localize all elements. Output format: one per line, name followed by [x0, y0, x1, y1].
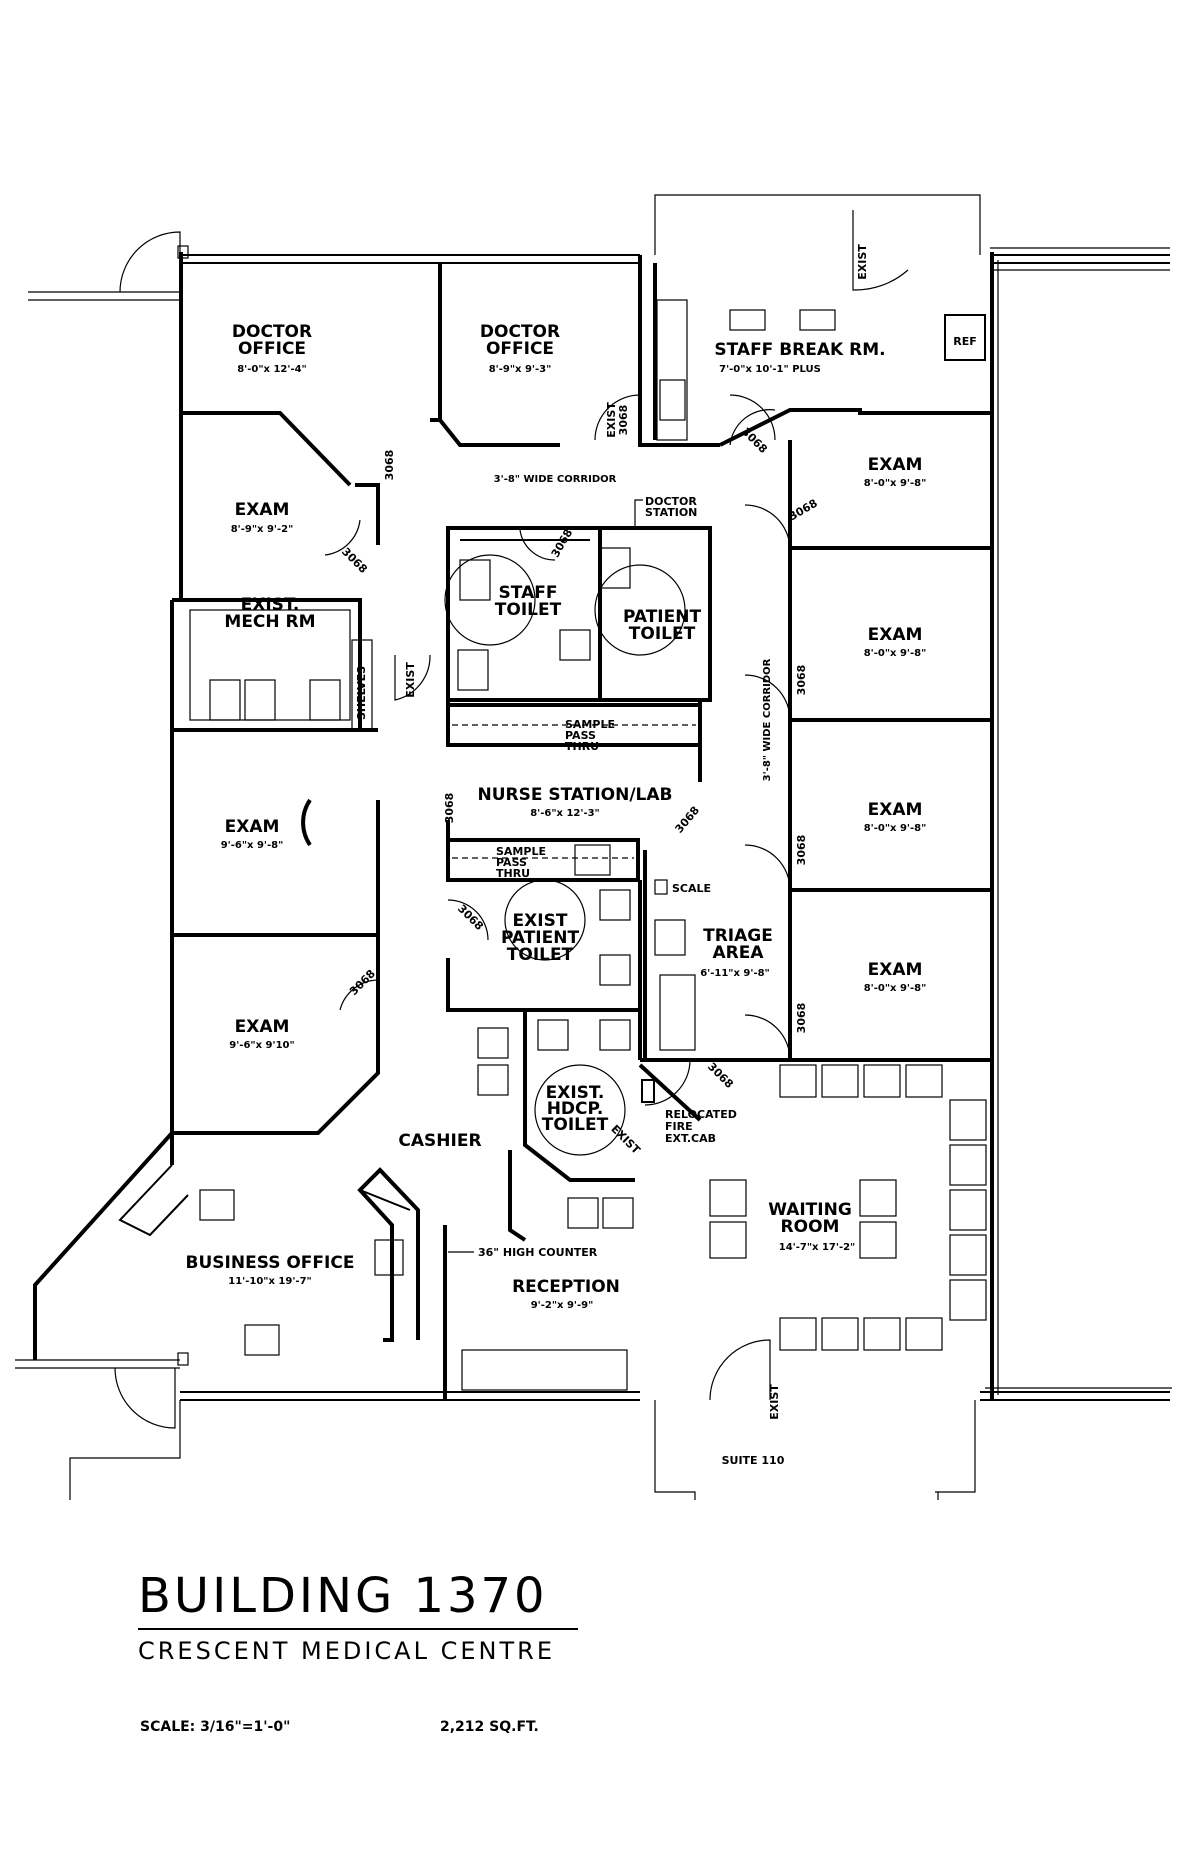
exam-w1-size: 9'-6"x 9'-8" — [221, 840, 284, 851]
nurse-station-size: 8'-6"x 12'-3" — [530, 808, 600, 819]
exist-tag: EXIST — [404, 662, 417, 698]
exterior-walls — [15, 194, 1172, 1500]
exam-w2-label: EXAM — [235, 1017, 290, 1037]
door-tag: 3068 — [443, 793, 456, 824]
exam-e3-label: EXAM — [868, 800, 923, 820]
shelves-label: SHELVES — [355, 666, 368, 720]
building-subtitle: CRESCENT MEDICAL CENTRE — [138, 1637, 555, 1665]
door-tag: 3068 — [795, 835, 808, 866]
exam-e1-size: 8'-0"x 9'-8" — [864, 478, 927, 489]
exam-w2-size: 9'-6"x 9'10" — [229, 1040, 294, 1051]
ref-label: REF — [953, 335, 977, 348]
cashier-label: CASHIER — [398, 1131, 481, 1151]
exam-e2-label: EXAM — [868, 625, 923, 645]
exist-3068-tag: EXIST3068 — [605, 402, 630, 438]
exam-nw-size: 8'-9"x 9'-2" — [231, 524, 294, 535]
scale-item-label: SCALE — [672, 882, 711, 895]
corridor-top-label: 3'-8" WIDE CORRIDOR — [494, 474, 617, 485]
door-tag: 3068 — [705, 1060, 736, 1091]
exist-tag: EXIST — [768, 1384, 781, 1420]
door-tag: 3068 — [672, 804, 702, 836]
interior-walls — [33, 255, 992, 1400]
doctor-office-1-size: 8'-0"x 12'-4" — [237, 364, 307, 375]
waiting-size: 14'-7"x 17'-2" — [779, 1242, 856, 1253]
building-title: BUILDING 1370 — [138, 1568, 548, 1624]
door-tag: 3068 — [383, 450, 396, 481]
staff-break-size: 7'-0"x 10'-1" PLUS — [719, 364, 821, 375]
scale-note: SCALE: 3/16"=1'-0" — [140, 1719, 291, 1735]
hdcp-toilet-label: EXIST.HDCP.TOILET — [542, 1083, 609, 1135]
area-note: 2,212 SQ.FT. — [440, 1719, 539, 1735]
annotations: 3'-8" WIDE CORRIDOR 3'-8" WIDE CORRIDOR … — [351, 335, 977, 1467]
exam-e4-size: 8'-0"x 9'-8" — [864, 983, 927, 994]
title-rule — [138, 1628, 578, 1630]
exam-e1-label: EXAM — [868, 455, 923, 475]
door-tag: 3068 — [795, 665, 808, 696]
reception-size: 9'-2"x 9'-9" — [531, 1300, 594, 1311]
suite-label: SUITE 110 — [722, 1454, 785, 1467]
mech-room-label: EXIST.MECH RM — [224, 595, 315, 632]
exam-w1-label: EXAM — [225, 817, 280, 837]
reception-label: RECEPTION — [512, 1277, 620, 1297]
triage-size: 6'-11"x 9'-8" — [700, 968, 770, 979]
exam-nw-label: EXAM — [235, 500, 290, 520]
door-tag: 3068 — [549, 527, 576, 560]
exam-e4-label: EXAM — [868, 960, 923, 980]
door-tag: 3068 — [795, 1003, 808, 1034]
counter-label: 36" HIGH COUNTER — [478, 1246, 598, 1259]
furniture — [199, 299, 987, 1391]
exam-e2-size: 8'-0"x 9'-8" — [864, 648, 927, 659]
door-swings — [324, 210, 909, 1401]
staff-break-label: STAFF BREAK RM. — [714, 340, 885, 360]
business-office-size: 11'-10"x 19'-7" — [228, 1276, 311, 1287]
business-office-label: BUSINESS OFFICE — [186, 1253, 355, 1273]
exist-tag: EXIST — [856, 244, 869, 280]
nurse-station-label: NURSE STATION/LAB — [477, 785, 672, 805]
door-tag: 3068 — [347, 967, 378, 998]
corridor-right-label: 3'-8" WIDE CORRIDOR — [762, 658, 773, 781]
doctor-office-2-size: 8'-9"x 9'-3" — [489, 364, 552, 375]
exam-e3-size: 8'-0"x 9'-8" — [864, 823, 927, 834]
door-tag: 3068 — [339, 545, 370, 576]
